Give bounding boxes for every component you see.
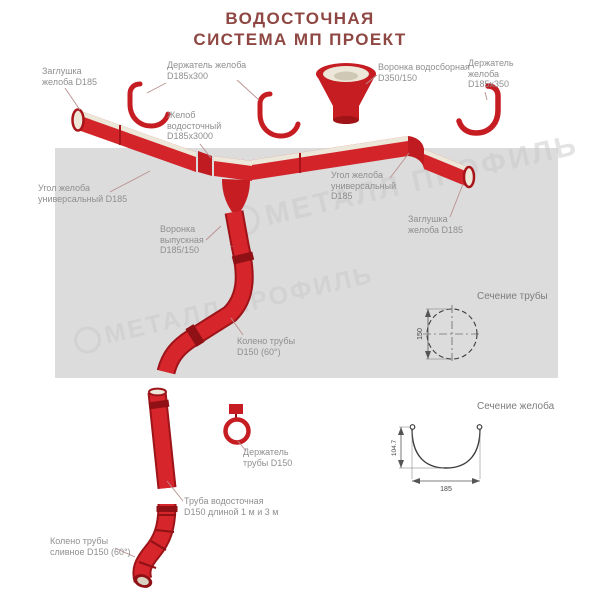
label-text-line: трубы D150 <box>243 457 293 468</box>
pipe-diameter-dim: 150 <box>417 328 424 340</box>
label-gutter-cap-left: Заглушка желоба D185 <box>42 66 97 87</box>
label-text-line: D150 (60°) <box>237 346 281 357</box>
label-text-line: D185 <box>331 191 353 201</box>
label-text-line: D350/150 <box>378 72 418 83</box>
label-text-line: D150 длиной 1 м и 3 м <box>184 506 279 517</box>
label-text-line: Воронка водосборная <box>378 62 470 72</box>
label-text-line: Заглушка <box>408 214 448 224</box>
label-text-line: Колено трубы <box>237 336 296 346</box>
label-text-line: Воронка <box>160 224 196 234</box>
label-pipe-holder: Держатель трубы D150 <box>243 447 292 468</box>
title-line-1: ВОДОСТОЧНАЯ <box>225 9 375 28</box>
label-text-line: D185/150 <box>160 245 200 255</box>
label-text-line: сливное D150 (60°) <box>50 546 131 557</box>
label-text-line: D185х350 <box>468 79 510 89</box>
label-text-line: выпускная <box>160 234 204 245</box>
label-gutter-holder-300: Держатель желоба D185х300 <box>167 60 246 81</box>
gutter-height-dim: 104.7 <box>391 439 398 456</box>
label-text-line: водосточный <box>167 120 222 131</box>
gutter-cap-left-shape <box>71 108 85 132</box>
label-text-line: Держатель желоба <box>167 60 247 70</box>
pipe-upper <box>156 210 255 375</box>
label-text-line: Держатель <box>468 58 514 68</box>
label-text-line: Желоб <box>167 110 196 120</box>
label-text-line: Колено трубы <box>50 536 109 546</box>
gutter-section-diagram: 104.7 185 <box>391 424 483 493</box>
label-outlet-funnel: Воронка выпускная D185/150 <box>160 224 204 256</box>
label-gutter-straight: Желоб водосточный D185х3000 <box>167 110 221 142</box>
label-pipe-main: Труба водосточная D150 длиной 1 м и 3 м <box>184 496 278 517</box>
gutter-hooks <box>127 81 501 139</box>
title-line-2: СИСТЕМА МП ПРОЕКТ <box>193 30 407 49</box>
gutter-run-right-end <box>424 149 476 189</box>
gutter-hook-c <box>456 83 501 136</box>
label-gutter-cap-right: Заглушка желоба D185 <box>408 214 463 235</box>
label-text-line: Заглушка <box>42 66 82 76</box>
label-collect-funnel: Воронка водосборная D350/150 <box>378 62 470 83</box>
gutter-corner-right <box>408 136 424 169</box>
outlet-funnel-shape <box>214 156 252 212</box>
gutter-width-dim: 185 <box>440 486 452 493</box>
gutter-hook-b <box>257 91 301 139</box>
label-gutter-corner-right: Угол желоба универсальный D185 <box>331 170 396 202</box>
label-text-line: Держатель <box>243 447 289 457</box>
label-text-line: универсальный <box>331 180 397 191</box>
label-gutter-holder-350: Держатель желоба D185х350 <box>468 58 514 90</box>
label-text-line: Труба водосточная <box>184 496 264 506</box>
gutter-run-right <box>252 136 408 180</box>
label-text-line: Угол желоба <box>38 183 90 193</box>
label-gutter-corner-left: Угол желоба универсальный D185 <box>38 183 127 204</box>
gutter-cap-right-shape <box>462 165 476 189</box>
label-pipe-elbow: Колено трубы D150 (60°) <box>237 336 295 357</box>
label-text-line: Угол желоба <box>331 170 383 180</box>
label-text-line: желоба D185 <box>42 76 98 87</box>
label-drain-elbow: Колено трубы сливное D150 (60°) <box>50 536 131 557</box>
collect-funnel-shape <box>316 63 376 124</box>
leader-lines <box>64 74 488 558</box>
label-text-line: универсальный D185 <box>38 193 128 204</box>
label-text-line: D185х300 <box>167 70 209 81</box>
pipe-holder-shape <box>223 404 251 445</box>
roof-panel <box>55 148 558 378</box>
drain-elbow-shape <box>132 503 178 588</box>
pipe-section-diagram: 150 <box>417 305 481 363</box>
gutter-hook-a <box>127 81 171 129</box>
gutter-corner-left <box>198 151 212 176</box>
page-title: ВОДОСТОЧНАЯ СИСТЕМА МП ПРОЕКТ <box>0 8 600 50</box>
label-text-line: желоба <box>468 68 500 79</box>
section-title-gutter: Сечение желоба <box>477 401 555 412</box>
gutter-run-left <box>71 108 196 172</box>
pipe-vertical <box>147 387 177 489</box>
label-text-line: желоба D185 <box>408 224 464 235</box>
label-text-line: D185х3000 <box>167 131 214 141</box>
section-title-pipe: Сечение трубы <box>477 291 548 302</box>
